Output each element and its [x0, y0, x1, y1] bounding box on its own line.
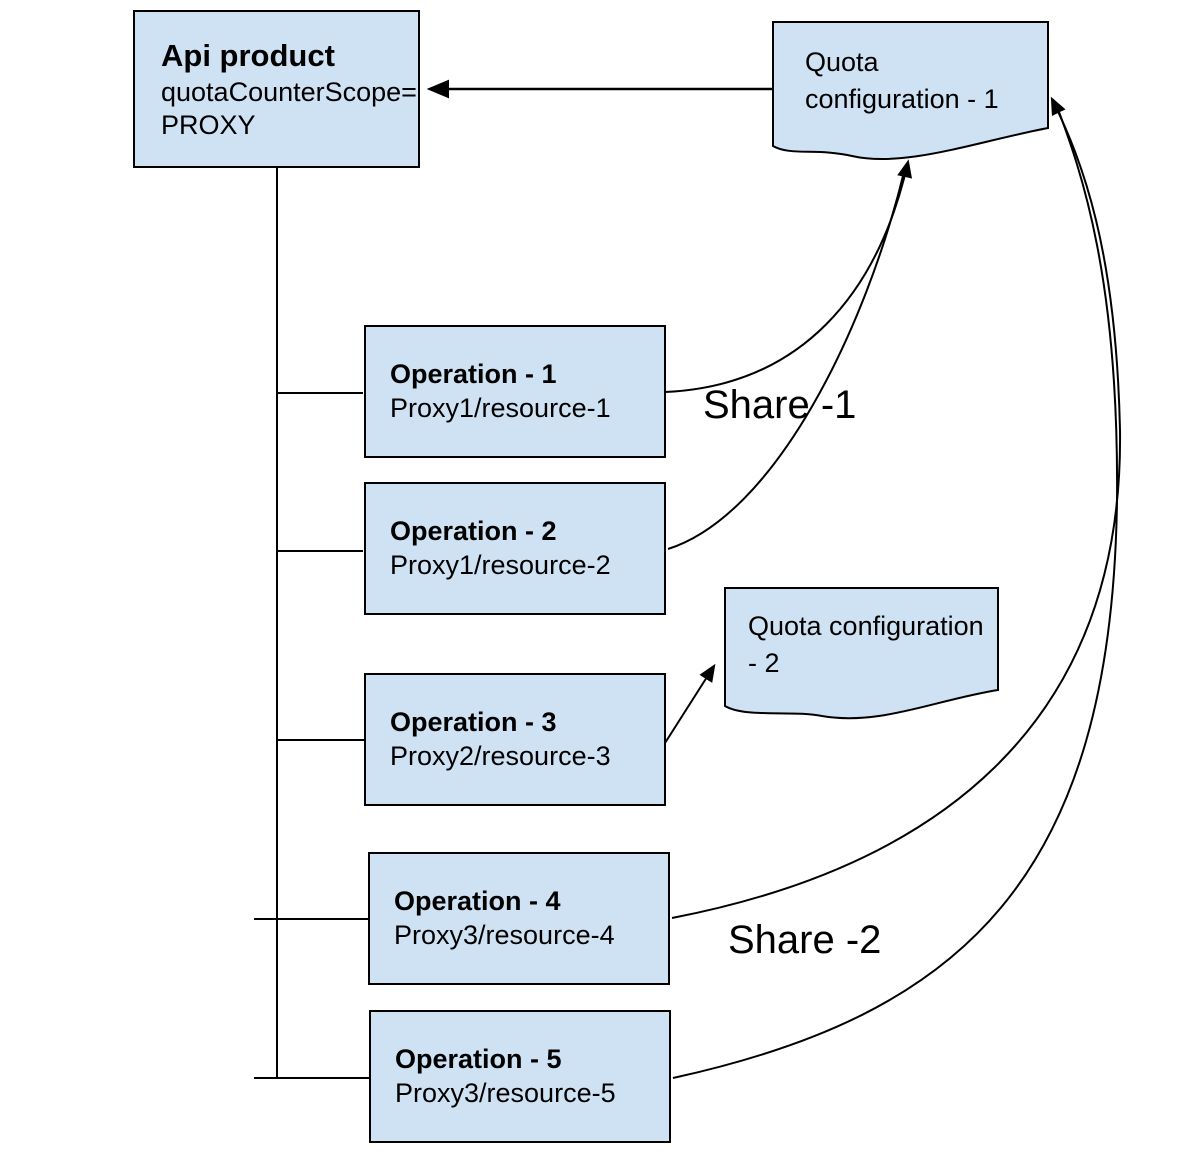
quota-configuration-1-label: Quota configuration - 1	[805, 47, 999, 114]
operation-2-path: Proxy1/resource-2	[390, 550, 611, 580]
share-2-label: Share -2	[728, 918, 882, 962]
operation-3-node: Operation - 3 Proxy2/resource-3	[364, 673, 666, 806]
operation-4-title: Operation - 4	[394, 886, 561, 916]
operation-3-path: Proxy2/resource-3	[390, 741, 611, 771]
operation-5-title: Operation - 5	[395, 1044, 562, 1074]
operation-4-node: Operation - 4 Proxy3/resource-4	[368, 852, 670, 985]
operation-3-title: Operation - 3	[390, 707, 557, 737]
api-product-title: Api product	[161, 38, 335, 73]
curve-operation-4-to-qc1	[671, 96, 1122, 919]
quota-configuration-1-shape	[772, 21, 1049, 161]
share-1-label: Share -1	[703, 383, 857, 427]
api-product-node: Api product quotaCounterScope= PROXY	[133, 10, 420, 168]
quota-configuration-2-label: Quota configuration - 2	[748, 611, 984, 678]
operation-2-title: Operation - 2	[390, 516, 557, 546]
operation-1-node: Operation - 1 Proxy1/resource-1	[364, 325, 666, 458]
curve-operation-5-to-qc1	[672, 103, 1119, 1079]
operation-2-node: Operation - 2 Proxy1/resource-2	[364, 482, 666, 615]
arrow-operation-3-to-qc2	[664, 663, 716, 744]
operation-5-path: Proxy3/resource-5	[395, 1078, 616, 1108]
api-product-scope-line1: quotaCounterScope=	[161, 77, 417, 107]
operation-1-path: Proxy1/resource-1	[390, 393, 611, 423]
operation-1-title: Operation - 1	[390, 359, 557, 389]
operation-4-path: Proxy3/resource-4	[394, 920, 615, 950]
api-product-scope-line2: PROXY	[161, 110, 256, 140]
quota-configuration-2-shape	[724, 587, 999, 720]
curve-operation-2-to-qc1	[667, 167, 906, 550]
operation-5-node: Operation - 5 Proxy3/resource-5	[369, 1010, 671, 1143]
